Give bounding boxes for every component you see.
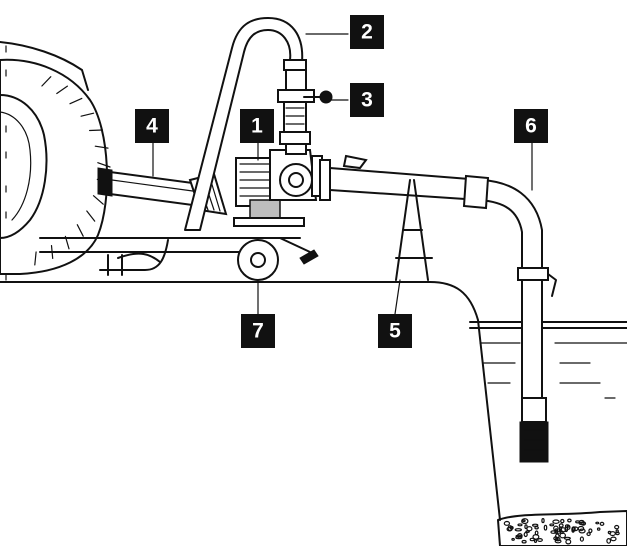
gravel-pebble [552, 519, 560, 525]
callout-7: 7 [241, 314, 275, 348]
callout-3-label: 3 [361, 89, 373, 112]
callout-1: 1 [240, 109, 274, 143]
callout-5: 5 [378, 314, 412, 348]
gate-valve [277, 69, 333, 145]
ground-bank [0, 281, 501, 521]
gravel-pebble [586, 532, 591, 537]
gravel-pebble [524, 524, 528, 530]
gravel-pebble [606, 538, 612, 544]
callout-6-label: 6 [525, 115, 537, 138]
delivery-hose-arch [184, 17, 307, 231]
gravel-pebble [554, 530, 562, 534]
gravel-pebble [534, 530, 539, 536]
gravel-pebble [615, 531, 620, 536]
gravel-pebble [577, 525, 585, 532]
tyre-tread-lug [69, 97, 83, 105]
gravel-pebble [507, 525, 513, 532]
tyre-tread-lug [88, 129, 104, 132]
gravel-pebble [503, 520, 511, 526]
tyre-tread-lug [34, 251, 37, 266]
gravel-pebble [565, 539, 572, 545]
gravel-pebble [554, 533, 560, 540]
gravel-pebble [514, 528, 523, 532]
gravel-pebble [522, 519, 526, 523]
callout-4-label: 4 [146, 115, 158, 138]
gravel-pebble [521, 539, 527, 544]
callout-2-label: 2 [361, 21, 373, 44]
gravel-pebble [554, 539, 562, 544]
tyre-tread-lug [76, 224, 84, 237]
gravel-pebble [511, 537, 515, 541]
gravel-pebble [614, 524, 620, 530]
tyre-tread-lug [94, 145, 109, 149]
tyre-tread-lug [86, 210, 96, 222]
gravel-pebble [579, 536, 585, 542]
gravel-pebble [588, 528, 593, 534]
gravel-pebble [534, 526, 539, 530]
gravel-pebble [525, 530, 530, 533]
gravel-pebble [533, 538, 538, 543]
callout-1-label: 1 [251, 115, 263, 138]
water-surface [469, 321, 627, 399]
gravel-pebble [595, 521, 600, 525]
callout-7-label: 7 [252, 320, 264, 343]
gravel-pebble [578, 521, 585, 526]
callout-4: 4 [135, 109, 169, 143]
gravel-pebble [575, 520, 581, 524]
centrifugal-pump [233, 143, 323, 227]
tyre-tread-lug [97, 162, 111, 168]
gravel-pebble [559, 532, 567, 539]
callout-5-label: 5 [389, 320, 401, 343]
gravel-pebble [537, 537, 543, 542]
gravel-pebble [517, 523, 523, 527]
callout-2: 2 [350, 15, 384, 49]
gravel-pebble [541, 517, 545, 524]
gravel-pebble [554, 537, 561, 542]
gravel-pebble [516, 533, 523, 539]
gravel-pebble [563, 536, 571, 540]
tyre-tread-lug [41, 76, 52, 87]
gravel-pebble [521, 518, 529, 525]
gravel-pebble [571, 526, 575, 533]
gravel-pebble [550, 530, 557, 534]
gravel-pebble [523, 531, 528, 538]
gravel-pebble [549, 523, 555, 527]
hose-support-stand [395, 179, 433, 281]
gravel-pebble [599, 521, 605, 527]
gravel-pebble [567, 518, 572, 523]
tyre-tread-lug [80, 112, 95, 117]
tyre-tread-lug [56, 85, 69, 95]
transport-wheel [237, 237, 319, 281]
gravel-pebble [564, 524, 570, 528]
gravel-pebble [596, 527, 601, 531]
suction-hose [319, 154, 557, 463]
gravel-pebble [553, 525, 559, 532]
tyre-tread-lug [92, 195, 104, 205]
gravel-pebble [543, 524, 548, 531]
gravel-pebble [610, 536, 617, 542]
leader-lines [152, 33, 533, 315]
gravel-pebble [578, 528, 586, 534]
gravel-pebble [532, 523, 539, 527]
riverbed-gravel [497, 510, 627, 546]
gravel-pebble [558, 523, 564, 528]
callout-6: 6 [514, 109, 548, 143]
gravel-pebble [559, 527, 567, 533]
callout-3: 3 [350, 83, 384, 117]
gravel-pebble [560, 518, 565, 524]
